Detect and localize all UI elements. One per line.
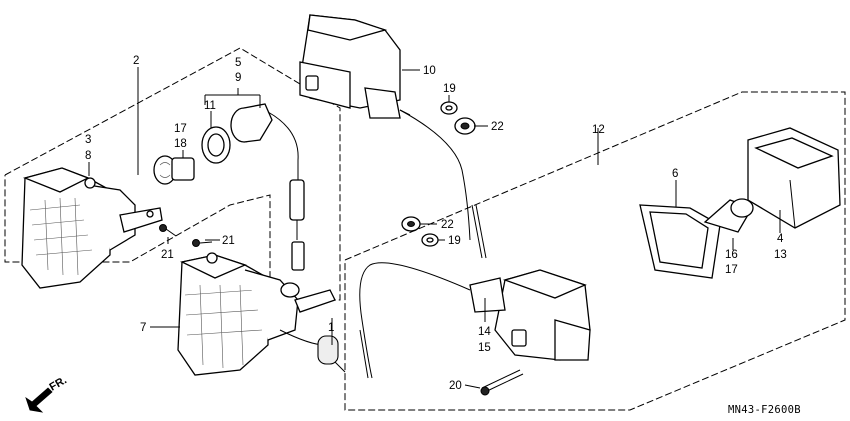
screw-20: [480, 369, 524, 396]
screw-21-a: [159, 224, 177, 237]
washer-19-top: [440, 101, 458, 115]
callout-1: 1: [328, 322, 334, 334]
diagram-code: MN43-F2600B: [728, 404, 801, 416]
callout-4: 4: [777, 233, 784, 245]
socket-5-9: [230, 103, 305, 271]
screw-21-b: [192, 239, 213, 247]
callout-18: 18: [174, 138, 187, 150]
callout-9: 9: [235, 72, 241, 84]
leader-lines: [88, 67, 781, 389]
license-light-housing: [747, 127, 841, 229]
callout-15: 15: [478, 342, 491, 354]
turn-signal-front-right: [299, 14, 487, 259]
callout-12: 12: [592, 124, 605, 136]
washer-19-bottom: [421, 233, 439, 247]
group-frame-right: [344, 91, 846, 411]
socket-ring-11: [201, 126, 231, 164]
callout-17-b: 17: [725, 264, 738, 276]
callout-14: 14: [478, 326, 491, 338]
callout-5: 5: [235, 57, 241, 69]
callout-17: 17: [174, 123, 187, 135]
callout-21-a: 21: [161, 249, 174, 261]
turn-signal-front-left: [21, 167, 163, 289]
callout-7: 7: [140, 322, 146, 334]
direction-label: FR.: [48, 374, 69, 393]
license-lens-gasket: [639, 204, 721, 279]
bulb-17-18: [153, 155, 195, 185]
callout-16: 16: [725, 249, 738, 261]
callout-8: 8: [85, 150, 91, 162]
nut-22-bottom: [401, 216, 421, 232]
bulb-16-17: [703, 198, 754, 233]
callout-11: 11: [204, 100, 216, 112]
front-direction-arrow: FR.: [25, 374, 69, 413]
callout-20: 20: [449, 380, 462, 392]
callout-6: 6: [672, 168, 678, 180]
callout-13: 13: [774, 249, 787, 261]
turn-signal-rear-right: [359, 262, 591, 379]
callout-22-bottom: 22: [441, 219, 454, 231]
callout-10: 10: [423, 65, 436, 77]
callouts: 2 5 9 11 17 18 3 8 21 21 7 1 10 19 22 12…: [85, 55, 787, 392]
nut-22-top: [454, 117, 476, 135]
callout-19-bottom: 19: [448, 235, 461, 247]
callout-19-top: 19: [443, 83, 456, 95]
turn-signal-rear-left: [177, 252, 346, 376]
callout-3: 3: [85, 134, 91, 146]
callout-21-b: 21: [222, 235, 235, 247]
callout-2: 2: [133, 55, 139, 67]
callout-22-top: 22: [491, 121, 504, 133]
